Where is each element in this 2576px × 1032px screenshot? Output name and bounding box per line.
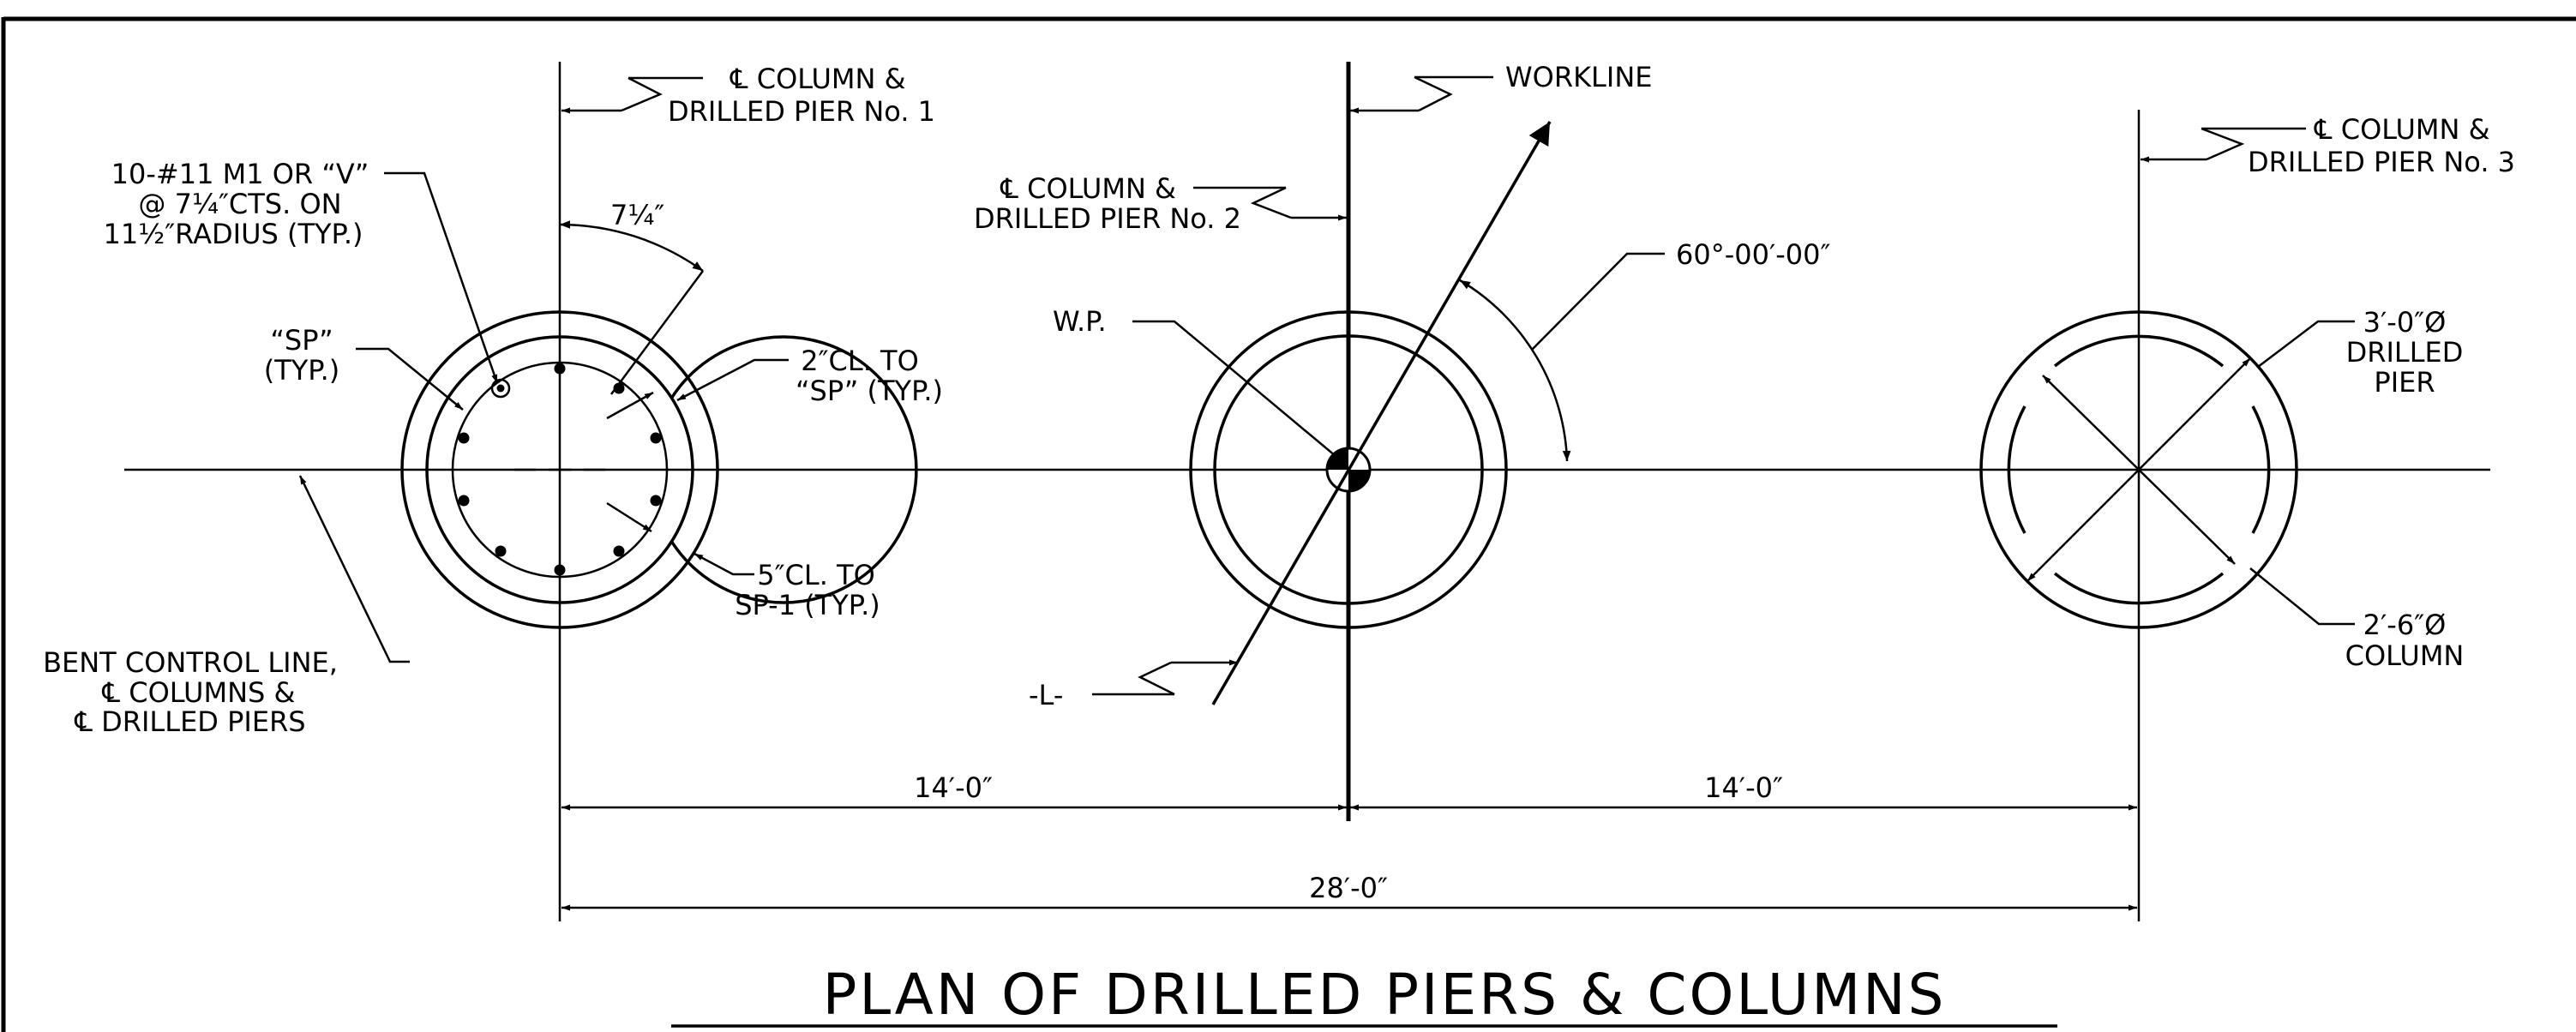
pier-3-column-arc-bottom — [2053, 572, 2225, 605]
pier-1-spiral-ring — [670, 335, 918, 604]
pier-1 — [400, 310, 918, 629]
pier-diameter-label-line2: DRILLED — [2346, 336, 2464, 369]
pier-2-label-line1: ℄ COLUMN & — [1000, 172, 1176, 205]
bar-spacing-dimension: 7¼″ — [610, 199, 664, 231]
dimension-left-label: 14′-0″ — [914, 771, 993, 804]
pier-2-column-circle — [1213, 334, 1484, 605]
pier-3-label-line2: DRILLED PIER No. 3 — [2248, 146, 2515, 178]
column-diameter-label-line1: 2′-6″Ø — [2363, 609, 2447, 641]
leader-lines — [298, 75, 2355, 696]
sp-label-line2: (TYP.) — [264, 354, 340, 387]
angle-arc — [1459, 279, 1571, 462]
clear-2in-label-line1: 2″CL. TO — [801, 345, 919, 377]
clear-2in-label-line2: “SP” (TYP.) — [796, 375, 943, 407]
drawing-title: PLAN OF DRILLED PIERS & COLUMNS — [823, 962, 1947, 1028]
work-point-label: W.P. — [1053, 305, 1107, 338]
pier-3-column-arc-top — [2053, 334, 2225, 368]
pier-diameter-label-line1: 3′-0″Ø — [2363, 306, 2447, 339]
pier-1-rebar-dots — [458, 363, 662, 576]
pier-1-column-circle — [425, 335, 694, 604]
pier-3-label-line1: ℄ COLUMN & — [2314, 113, 2490, 146]
clear-5in-label-line2: SP-1 (TYP.) — [735, 589, 880, 621]
rebar-note-line2: @ 7¼″CTS. ON — [138, 188, 341, 220]
column-diameter-label-line2: COLUMN — [2345, 639, 2465, 672]
sheet-border — [1, 16, 2576, 1032]
skew-angle-label: 60°-00′-00″ — [1676, 238, 1831, 271]
rebar-note-line3: 11½″RADIUS (TYP.) — [103, 218, 363, 250]
bent-control-label-line1: BENT CONTROL LINE, — [43, 646, 338, 679]
pier-3-column-arc-right — [2251, 405, 2271, 534]
dimension-total-label: 28′-0″ — [1309, 872, 1388, 904]
bent-control-label-line2: ℄ COLUMNS & — [102, 676, 296, 709]
pier-2-label-line2: DRILLED PIER No. 2 — [974, 202, 1241, 235]
clear-5in-label-line1: 5″CL. TO — [757, 559, 875, 591]
pier-1-rebar-circle — [451, 361, 669, 579]
pier-3-column-dia-line — [2042, 375, 2236, 565]
pier-3-outer-circle — [1979, 310, 2298, 629]
pier-diameter-label-line3: PIER — [2374, 366, 2435, 399]
rebar-note-line1: 10-#11 M1 OR “V” — [111, 158, 369, 190]
pier-3 — [1979, 310, 2298, 629]
workline-skew-line — [1211, 121, 1552, 705]
workline-label: WORKLINE — [1505, 61, 1652, 93]
spacing-arc — [559, 220, 704, 273]
l-line-label: -L- — [1029, 679, 1063, 711]
dimension-right-label: 14′-0″ — [1704, 771, 1783, 804]
pier-2-outer-circle — [1189, 310, 1508, 629]
sp-label-line1: “SP” — [270, 324, 333, 357]
pier-1-outer-circle — [400, 310, 719, 629]
pier-1-label-line2: DRILLED PIER No. 1 — [668, 95, 935, 128]
bent-control-label-line3: ℄ DRILLED PIERS — [74, 705, 305, 738]
pier-1-label-line1: ℄ COLUMN & — [730, 63, 906, 95]
pier-3-column-arc-left — [2007, 405, 2027, 534]
